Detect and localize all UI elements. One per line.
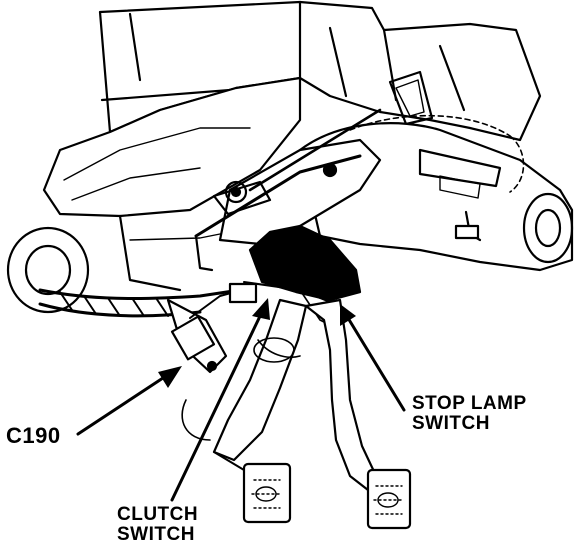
stop-lamp-leader-line: [346, 316, 406, 412]
brake-pedal: [253, 298, 412, 530]
c190-leader-line: [76, 374, 168, 436]
clutch-switch-label-line-1: CLUTCH: [117, 504, 199, 525]
c190-label-text: C190: [6, 423, 61, 448]
pedal-support-bracket: [194, 108, 382, 272]
wiring-harness: [6, 226, 257, 374]
clutch-switch-arrowhead: [252, 298, 270, 320]
clutch-switch-leader-line: [170, 310, 264, 502]
clutch-switch-label-line-2: SWITCH: [117, 523, 195, 545]
stop-lamp-switch-label-line-1: STOP LAMP: [412, 393, 527, 414]
stop-lamp-switch-label: STOP LAMP SWITCH: [412, 394, 527, 434]
stop-lamp-arrowhead: [340, 304, 356, 326]
switch-cluster: [228, 224, 362, 331]
stop-lamp-switch-label-line-2: SWITCH: [412, 412, 490, 434]
leader-arrows: [76, 298, 406, 502]
c190-arrowhead: [158, 366, 182, 388]
clutch-switch-label: CLUTCH SWITCH: [117, 505, 198, 545]
c190-label: C190: [6, 424, 61, 447]
